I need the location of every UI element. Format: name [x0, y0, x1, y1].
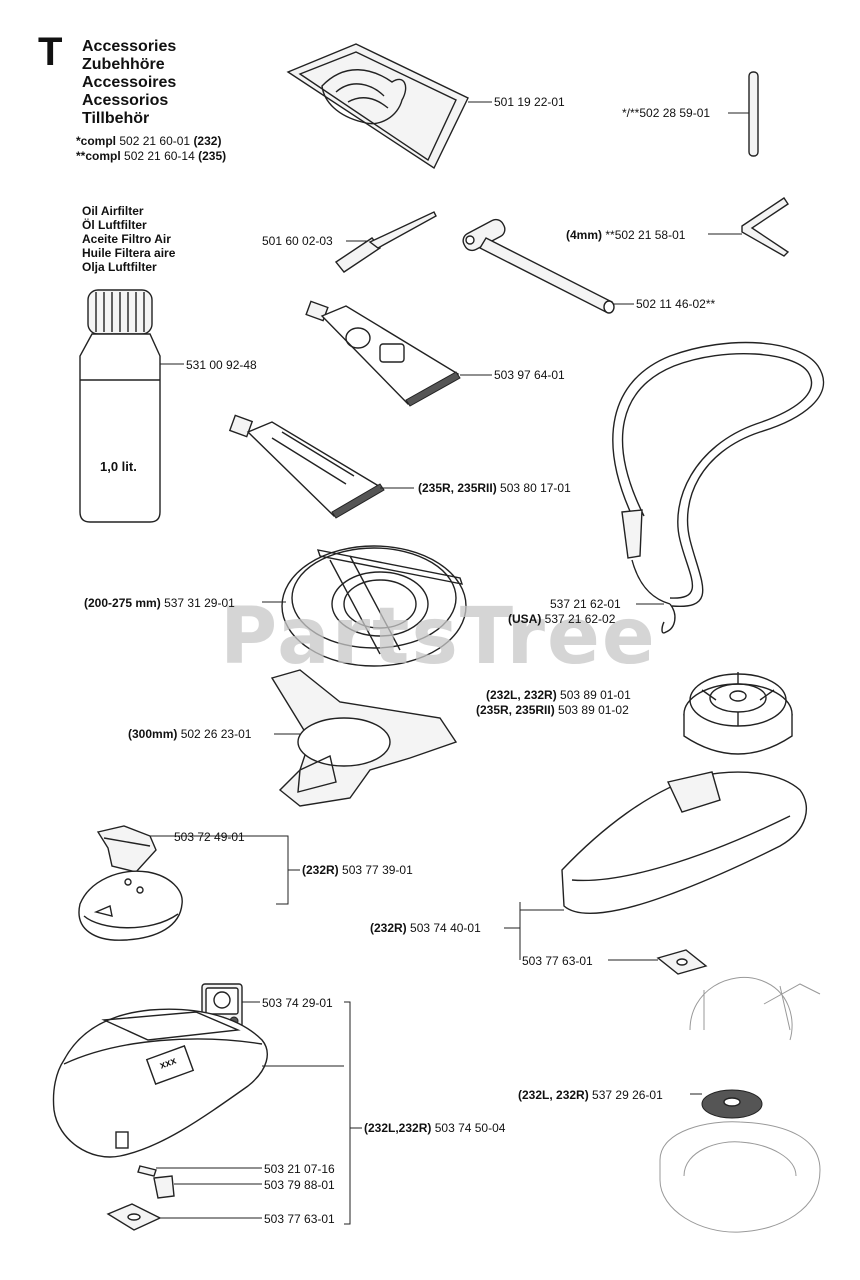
part-label-bracket[interactable]: 503 72 49-01	[174, 830, 245, 844]
compl-row: *compl 502 21 60-01 (232)	[76, 134, 222, 148]
part-label-harness[interactable]: 537 21 62-01	[550, 597, 621, 611]
part-label-decal[interactable]: 503 74 29-01	[262, 996, 333, 1010]
part-label-spool-cap-1[interactable]: (232L, 232R) 503 89 01-01	[486, 688, 631, 702]
part-label-washer[interactable]: (232L, 232R) 537 29 26-01	[518, 1088, 663, 1102]
part-label-grease-tube-1[interactable]: 503 97 64-01	[494, 368, 565, 382]
part-label-combi-wrench[interactable]: 502 11 46-02**	[636, 297, 716, 311]
compl-list: *compl 502 21 60-01 (232) **compl 502 21…	[76, 134, 226, 164]
grease-tube-2-drawing	[228, 414, 414, 519]
bottle-label: 1,0 lit.	[100, 459, 137, 474]
section-letter: T	[38, 30, 63, 74]
part-label-plate-left[interactable]: 503 77 63-01	[264, 1212, 335, 1226]
combi-wrench-drawing	[462, 218, 634, 314]
title-sv: Tillbehör	[82, 110, 150, 127]
trimmer-guard-drawing	[262, 545, 467, 667]
part-label-grease-tube-2[interactable]: (235R, 235RII) 503 80 17-01	[418, 481, 571, 495]
large-guard-232lr-drawing	[52, 1008, 344, 1158]
oil-bottle-drawing	[79, 289, 184, 523]
bracket-drawing	[96, 825, 300, 905]
part-label-plate-right[interactable]: 503 77 63-01	[522, 954, 593, 968]
title-fr: Accessoires	[82, 74, 177, 91]
pin-drawing	[728, 71, 759, 157]
part-label-oil-bottle[interactable]: 531 00 92-48	[186, 358, 257, 372]
screw-clip-plate-drawing	[106, 1165, 262, 1231]
compl-row: **compl 502 21 60-14 (235)	[76, 149, 227, 163]
part-label-guard-kit-232r[interactable]: (232R) 503 77 39-01	[302, 863, 413, 877]
title-en: Accessories	[82, 38, 177, 55]
title-de: Zubehhöre	[82, 56, 165, 73]
part-label-support-cup[interactable]: (300mm) 502 26 23-01	[128, 727, 252, 741]
part-label-trimmer-guard[interactable]: (200-275 mm) 537 31 29-01	[84, 596, 235, 610]
part-label-large-guard-232r[interactable]: (232R) 503 74 40-01	[370, 921, 481, 935]
part-label-guard-kit-232lr[interactable]: (232L,232R) 503 74 50-04	[364, 1121, 506, 1135]
spool-cap-drawing	[683, 672, 793, 755]
watermark-text: PartsTree	[220, 592, 657, 682]
large-guard-drawing	[504, 771, 808, 960]
washer-drawing	[659, 976, 821, 1233]
plate-right-drawing	[608, 949, 708, 975]
oil-titles: Oil Airfilter Öl Luftfilter Aceite Filtr…	[82, 204, 176, 274]
tool-bag-drawing	[286, 43, 492, 170]
support-cup-drawing	[270, 669, 458, 807]
small-guard-drawing	[78, 870, 183, 941]
part-label-spool-cap-2[interactable]: (235R, 235RII) 503 89 01-02	[476, 703, 629, 717]
grease-tube-1-drawing	[305, 300, 492, 407]
part-label-allen-key[interactable]: (4mm) **502 21 58-01	[566, 228, 686, 242]
section-titles: Accessories Zubehhöre Accessoires Acesso…	[82, 38, 176, 128]
allen-key-drawing	[708, 197, 790, 257]
part-label-bag[interactable]: 501 19 22-01	[494, 95, 565, 109]
harness-drawing	[612, 341, 825, 634]
title-es: Acessorios	[82, 92, 169, 109]
part-label-screwdriver[interactable]: 501 60 02-03	[262, 234, 333, 248]
screwdriver-drawing	[334, 211, 437, 273]
part-label-harness-usa[interactable]: (USA) 537 21 62-02	[508, 612, 616, 626]
part-label-pin[interactable]: */**502 28 59-01	[622, 106, 711, 120]
part-label-screw[interactable]: 503 21 07-16	[264, 1162, 335, 1176]
part-label-clip[interactable]: 503 79 88-01	[264, 1178, 335, 1192]
